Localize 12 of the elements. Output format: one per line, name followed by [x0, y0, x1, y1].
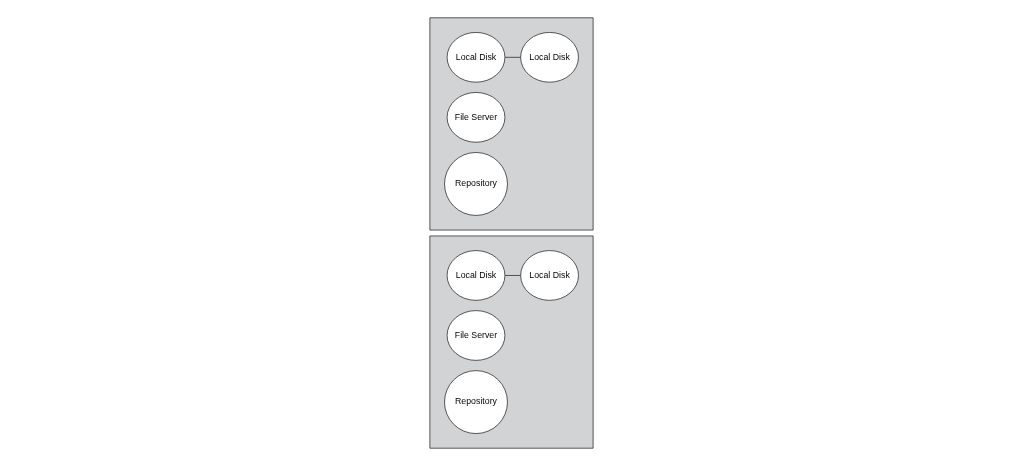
node-circle: Repository — [444, 151, 508, 216]
node-circle: Repository — [444, 369, 508, 434]
cluster — [429, 235, 594, 449]
node-ellipse: File Server — [446, 91, 506, 143]
node-ellipse: Local Disk — [446, 31, 506, 83]
node-ellipse: Local Disk — [520, 31, 579, 83]
connector — [504, 56, 521, 58]
node-ellipse: Local Disk — [446, 249, 506, 301]
cluster — [429, 16, 594, 230]
node-ellipse: File Server — [446, 309, 506, 361]
node-ellipse: Local Disk — [520, 249, 579, 301]
connector — [504, 274, 521, 276]
